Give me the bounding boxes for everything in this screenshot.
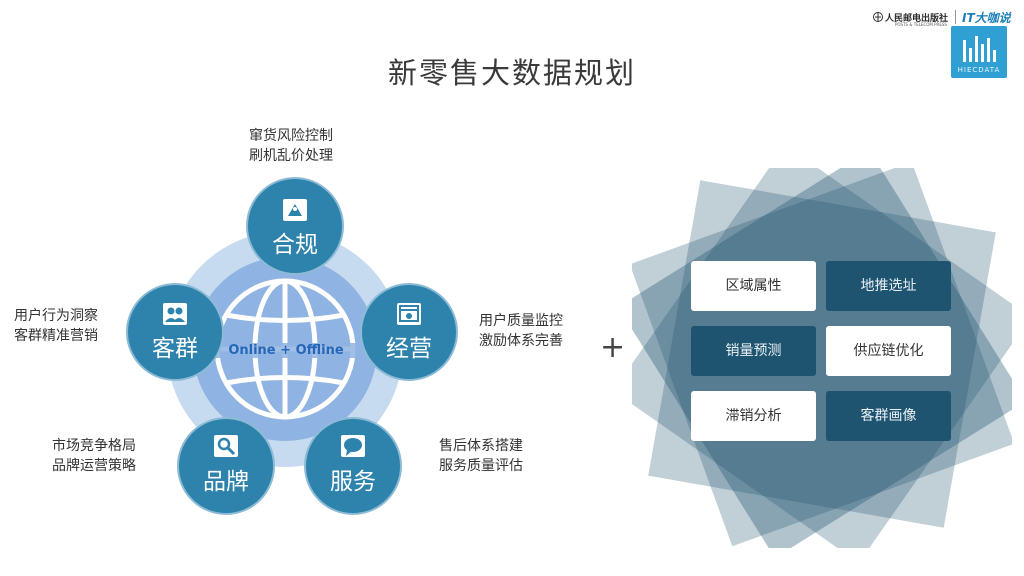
tile-site-selection: 地推选址 (826, 261, 951, 311)
hub-operation: 经营 (360, 283, 458, 381)
desc-line: 服务质量评估 (439, 458, 523, 474)
publisher-name-en: POSTS & TELECOM PRESS (895, 22, 947, 27)
page-title: 新零售大数据规划 (387, 56, 636, 90)
hub-customer-group: 客群 (126, 283, 224, 381)
chat-bubble-icon (341, 435, 365, 457)
satellite-dish-icon (283, 199, 307, 221)
globe-caption: Online + Offline (206, 343, 366, 358)
tile-slow-sale-analysis: 滞销分析 (691, 391, 816, 441)
desc-line: 市场竞争格局 (52, 438, 136, 454)
tile-sales-forecast: 销量预测 (691, 326, 816, 376)
hub-compliance: 合规 (246, 177, 344, 275)
publisher-emblem-icon (873, 12, 883, 22)
hub-desc-brand: 市场竞争格局 品牌运营策略 (52, 436, 136, 476)
hub-desc-compliance: 窜货风险控制 刷机乱价处理 (249, 126, 333, 166)
desc-line: 品牌运营策略 (52, 458, 136, 474)
tile-supply-chain: 供应链优化 (826, 326, 951, 376)
hub-label: 合规 (272, 232, 318, 258)
tile-customer-profile: 客群画像 (826, 391, 951, 441)
hiecdata-badge: HIECDATA (951, 26, 1007, 78)
brand-logo: IT大咖说 (962, 11, 1011, 25)
desc-line: 客群精准营销 (14, 328, 98, 344)
desc-line: 激励体系完善 (479, 333, 563, 349)
layered-squares-graphic (632, 168, 1012, 548)
hub-desc-operation: 用户质量监控 激励体系完善 (479, 311, 563, 351)
desc-line: 窜货风险控制 (249, 128, 333, 144)
plus-sign: + (600, 330, 626, 365)
hub-desc-service: 售后体系搭建 服务质量评估 (439, 436, 523, 476)
hub-desc-customer-group: 用户行为洞察 客群精准营销 (14, 306, 98, 346)
users-icon (163, 303, 187, 325)
desc-line: 用户质量监控 (479, 313, 563, 329)
logo-divider (955, 10, 956, 24)
magnifier-icon (214, 435, 238, 457)
hub-label: 经营 (386, 336, 432, 362)
desc-line: 刷机乱价处理 (249, 148, 333, 164)
desc-line: 用户行为洞察 (14, 308, 98, 324)
hub-brand: 品牌 (177, 417, 275, 515)
hiecdata-label: HIECDATA (957, 66, 1001, 74)
hub-label: 客群 (152, 336, 198, 362)
hub-label: 品牌 (203, 469, 249, 495)
desc-line: 售后体系搭建 (439, 438, 523, 454)
publisher-name: 人民邮电出版社 (885, 14, 949, 24)
hub-label: 服务 (330, 469, 376, 495)
web-page-icon (397, 303, 421, 325)
hub-service: 服务 (304, 417, 402, 515)
hiecdata-logo-icon (963, 36, 996, 62)
tile-region-attribute: 区域属性 (691, 261, 816, 311)
